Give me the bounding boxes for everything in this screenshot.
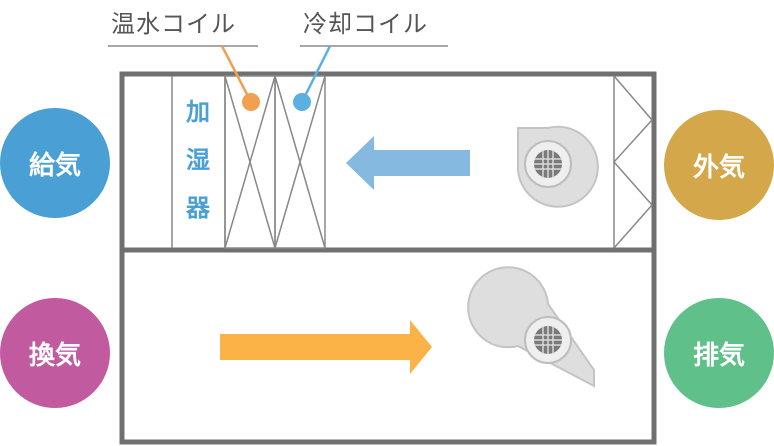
hot-coil-leader-line	[220, 45, 253, 103]
unit-frame	[119, 71, 657, 445]
arrow-left-icon	[346, 136, 470, 190]
humidifier-char-2: 湿	[186, 146, 210, 174]
humidifier-char-1: 加	[186, 98, 210, 126]
exhaust-air-circle: 排気	[664, 298, 774, 408]
hot-water-coil-label: 温水コイル	[111, 10, 236, 38]
cold-coil-marker-dot	[293, 93, 311, 111]
filter-icon	[612, 75, 654, 249]
supply-air-circle: 給気	[0, 108, 110, 218]
cooling-coil-label: 冷却コイル	[303, 10, 428, 38]
cold-coil-leader-line	[300, 45, 332, 103]
ventilation-air-circle: 換気	[0, 298, 110, 408]
humidifier-char-3: 器	[186, 194, 210, 222]
cooling-coil	[274, 75, 326, 249]
humidifier-label: 加 湿 器	[172, 100, 224, 220]
hot-coil-marker-dot	[242, 93, 260, 111]
arrow-right-icon	[220, 320, 432, 374]
fan-icon	[517, 125, 599, 208]
outside-air-circle: 外気	[664, 110, 774, 220]
fan-icon	[467, 266, 595, 388]
